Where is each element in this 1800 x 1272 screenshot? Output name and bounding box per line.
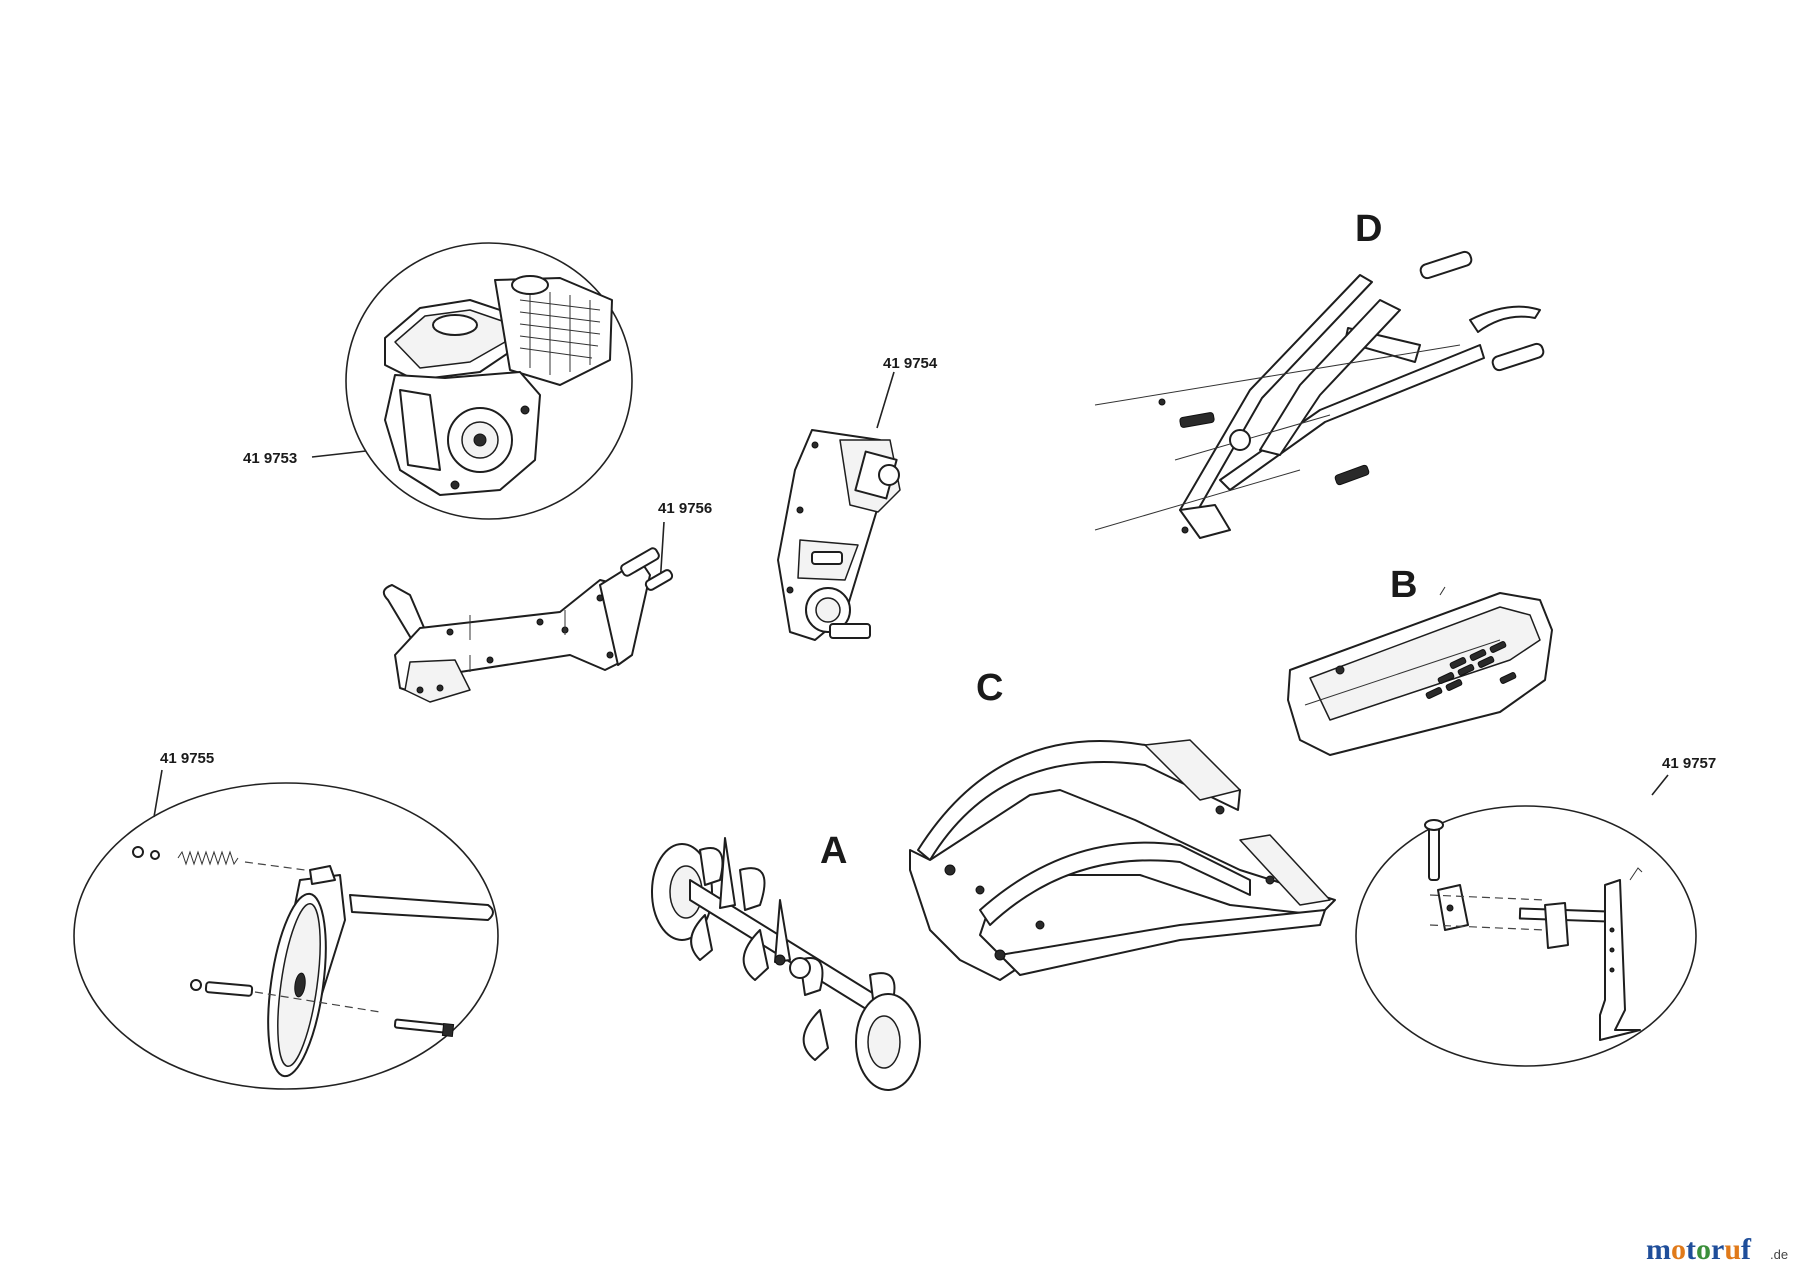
engine-assembly <box>311 242 633 520</box>
logo-letter: r <box>1711 1233 1724 1266</box>
motoruf-logo: motoruf .de <box>1646 1233 1788 1266</box>
depth-bar-assembly <box>1355 774 1697 1067</box>
group-label-d: D <box>1355 208 1382 250</box>
wheel-assembly <box>73 769 499 1090</box>
part-number-419754: 41 9754 <box>883 355 938 372</box>
depth-bar-detail-ellipse <box>1355 805 1697 1067</box>
group-label-c: C <box>976 667 1003 709</box>
frame-assembly <box>382 521 674 703</box>
logo-letter: o <box>1696 1233 1711 1266</box>
logo-letter: f <box>1741 1233 1752 1266</box>
engine-detail-circle <box>345 242 633 520</box>
logo-letter: u <box>1724 1233 1741 1266</box>
part-number-419756: 41 9756 <box>658 500 712 517</box>
group-label-b: B <box>1390 564 1417 606</box>
engine-leader-line <box>311 450 367 458</box>
svg-text:motoruf: motoruf <box>1646 1233 1752 1266</box>
wheel-detail-ellipse <box>73 782 499 1090</box>
part-number-419753: 41 9753 <box>243 450 297 467</box>
logo-letter: o <box>1671 1233 1686 1266</box>
tine-assembly <box>651 837 921 1091</box>
logo-letter: t <box>1686 1233 1696 1266</box>
gearbox-assembly <box>777 371 901 641</box>
belt-guard <box>1287 586 1553 756</box>
handlebar-assembly <box>1094 250 1545 539</box>
gearbox-leader-line <box>876 371 895 429</box>
part-number-419755: 41 9755 <box>160 750 214 767</box>
wheel-leader-line <box>153 769 163 818</box>
part-number-419757: 41 9757 <box>1662 755 1716 772</box>
group-label-a: A <box>820 830 847 872</box>
logo-letter: m <box>1646 1233 1671 1266</box>
tine-shield <box>909 739 1336 981</box>
depth-bar-leader-line <box>1651 774 1669 796</box>
logo-suffix: .de <box>1770 1247 1788 1262</box>
